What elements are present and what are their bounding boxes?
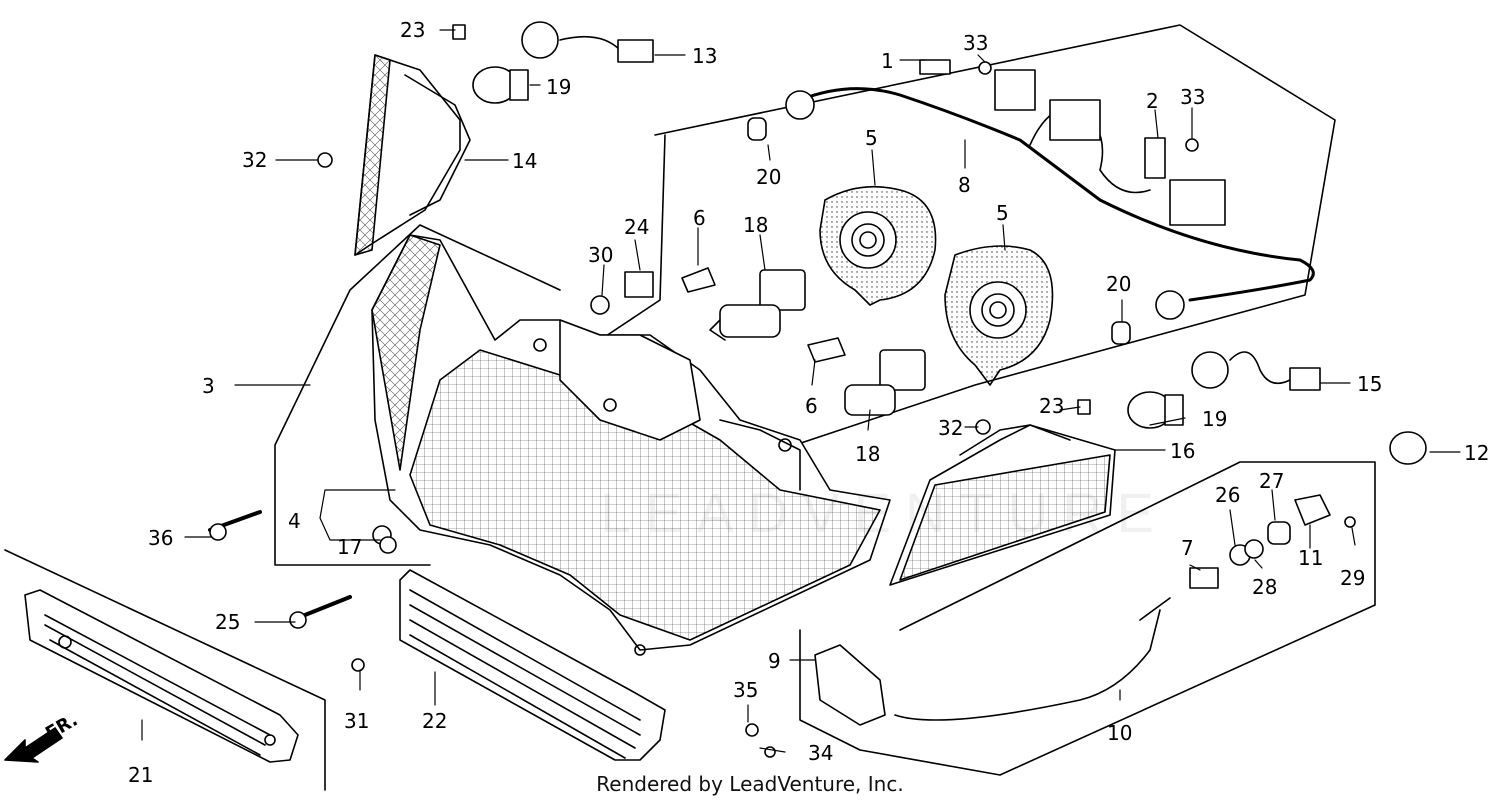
leader-lines (141, 29, 1461, 753)
callout-32b: 32 (938, 416, 963, 440)
callout-29: 29 (1340, 566, 1365, 590)
callout-6b: 6 (805, 394, 818, 418)
bulb-20a (747, 117, 767, 141)
socket-15 (1191, 351, 1321, 391)
callout-5a: 5 (865, 126, 878, 150)
callout-21: 21 (128, 763, 153, 787)
callout-4: 4 (288, 509, 301, 533)
callout-25: 25 (215, 610, 240, 634)
callout-24: 24 (624, 215, 649, 239)
rear-cover-boundary (4, 549, 326, 791)
callout-28: 28 (1252, 575, 1277, 599)
callout-33a: 33 (963, 31, 988, 55)
callout-13: 13 (692, 44, 717, 68)
group-boundary-right (654, 24, 1336, 471)
bulb-20b (1111, 321, 1131, 345)
callout-15: 15 (1357, 372, 1382, 396)
callout-5b: 5 (996, 201, 1009, 225)
bulb-19b (1127, 391, 1184, 429)
cable-10 (894, 597, 1171, 721)
boundary-small (599, 134, 666, 341)
callout-18b: 18 (855, 442, 880, 466)
callout-2: 2 (1146, 89, 1159, 113)
callout-19a: 19 (546, 75, 571, 99)
bulb-18b (844, 349, 926, 416)
turn-signal-left (354, 54, 471, 256)
socket-13 (521, 21, 654, 63)
callout-17: 17 (337, 535, 362, 559)
callout-18a: 18 (743, 213, 768, 237)
callout-10: 10 (1107, 721, 1132, 745)
turn-signal-right (889, 424, 1116, 586)
footer-credit: Rendered by LeadVenture, Inc. (596, 772, 904, 796)
callout-26: 26 (1215, 483, 1240, 507)
watermark: LEADVENTURE (600, 481, 1168, 544)
callout-3: 3 (202, 374, 215, 398)
callout-7: 7 (1181, 536, 1194, 560)
callout-27: 27 (1259, 469, 1284, 493)
callout-30: 30 (588, 243, 613, 267)
callout-14: 14 (512, 149, 537, 173)
callout-16: 16 (1170, 439, 1195, 463)
callout-34: 34 (808, 741, 833, 765)
callout-12: 12 (1464, 441, 1489, 465)
wire-harness-8 (785, 69, 1315, 320)
callout-31: 31 (344, 709, 369, 733)
garnish-21 (24, 589, 299, 763)
callout-33b: 33 (1180, 85, 1205, 109)
front-arrow (4, 727, 63, 763)
headlight-assembly (371, 234, 891, 656)
callout-32a: 32 (242, 148, 267, 172)
bulb-18a (709, 269, 806, 341)
callout-23b: 23 (1039, 394, 1064, 418)
grille-lower (399, 569, 666, 761)
callout-22: 22 (422, 709, 447, 733)
callout-20b: 20 (1106, 272, 1131, 296)
callout-8: 8 (958, 173, 971, 197)
callout-19b: 19 (1202, 407, 1227, 431)
callout-23a: 23 (400, 18, 425, 42)
callout-11: 11 (1298, 546, 1323, 570)
reflector-5b (944, 245, 1054, 386)
cover-9 (814, 644, 886, 726)
callout-36: 36 (148, 526, 173, 550)
group-boundary-lower (799, 461, 1376, 776)
bulb-19a (472, 66, 529, 104)
callout-6a: 6 (693, 206, 706, 230)
callout-9: 9 (768, 649, 781, 673)
group-boundary-left (274, 224, 561, 566)
callout-35: 35 (733, 678, 758, 702)
reflector-5a (819, 185, 937, 306)
callout-1: 1 (881, 49, 894, 73)
callout-20a: 20 (756, 165, 781, 189)
